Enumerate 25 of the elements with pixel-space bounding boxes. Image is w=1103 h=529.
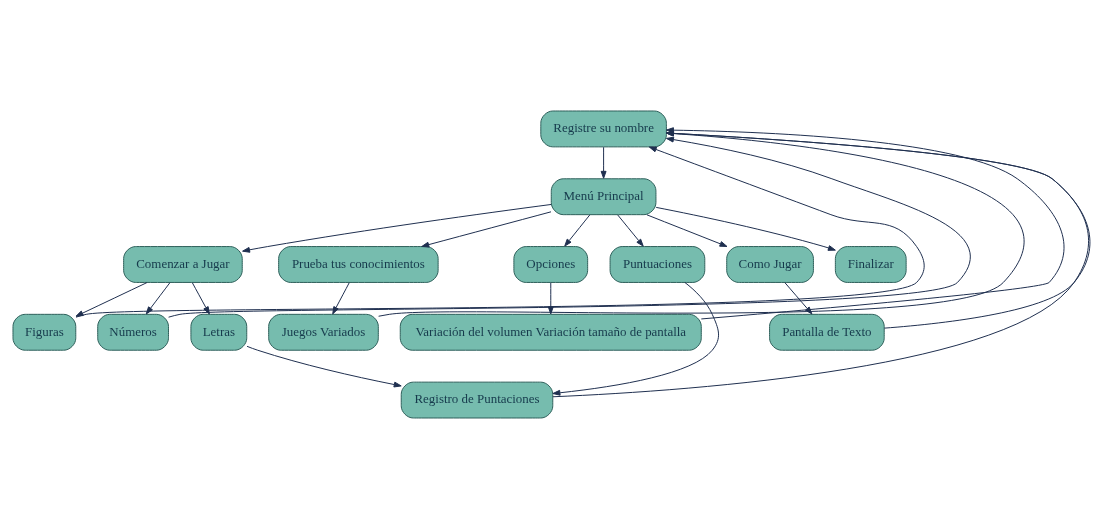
node-box: Registre su nombre bbox=[540, 110, 667, 148]
arrow bbox=[600, 146, 607, 179]
node-box: Finalizar bbox=[834, 246, 907, 283]
node-box: Juegos Variados bbox=[268, 313, 379, 351]
arrow bbox=[564, 214, 591, 247]
node-box: Opciones bbox=[513, 246, 589, 283]
arrow bbox=[246, 345, 402, 388]
node-box: Números bbox=[97, 313, 169, 351]
node-box: Letras bbox=[190, 313, 248, 351]
arrow bbox=[655, 206, 836, 251]
node-box: Prueba tus conocimientos bbox=[278, 246, 439, 283]
node-box: Registro de Puntaciones bbox=[400, 381, 554, 419]
arrow bbox=[646, 214, 728, 247]
node-box: Menú Principal bbox=[550, 178, 657, 216]
node-box: Variación del volumen Variación tamaño de pantalla bbox=[399, 313, 702, 351]
arrow bbox=[242, 203, 552, 253]
node-box: Figuras bbox=[12, 313, 77, 351]
node-box: Pantalla de Texto bbox=[769, 313, 885, 351]
arrow bbox=[145, 282, 171, 315]
arrow bbox=[617, 214, 644, 247]
node-box: Puntuaciones bbox=[609, 246, 706, 283]
node-box: Como Jugar bbox=[726, 246, 814, 283]
arrow bbox=[421, 211, 552, 248]
arrow bbox=[552, 282, 720, 396]
node-box: Comenzar a Jugar bbox=[123, 246, 243, 283]
